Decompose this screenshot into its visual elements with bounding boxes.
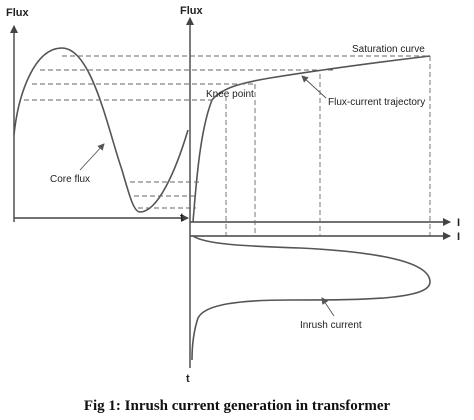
projection-lines	[24, 55, 431, 236]
inrush-current-leader	[321, 297, 335, 317]
figure-caption: Fig 1: Inrush current generation in tran…	[84, 398, 391, 414]
saturation-curve-label: Saturation curve	[352, 44, 425, 55]
upper-current-axis-label: I	[457, 217, 460, 229]
core-flux-leader	[79, 143, 105, 171]
flux-current-trajectory-leader	[301, 75, 327, 99]
bottom-time-axis-label: t	[186, 373, 190, 385]
inrush-current-label: Inrush current	[300, 320, 362, 331]
right-flux-axis-label: Flux	[180, 5, 203, 17]
flux-current-trajectory-label: Flux-current trajectory	[328, 97, 425, 108]
left-time-axis-label: t	[180, 212, 184, 224]
left-flux-axis-label: Flux	[6, 7, 29, 19]
inrush-current-curve	[191, 235, 431, 361]
core-flux-sine-curve	[13, 47, 189, 213]
core-flux-label: Core flux	[50, 174, 90, 185]
knee-point-label: Knee point	[206, 89, 254, 100]
lower-current-axis-label: I	[457, 231, 460, 243]
saturation-curve	[192, 55, 431, 223]
